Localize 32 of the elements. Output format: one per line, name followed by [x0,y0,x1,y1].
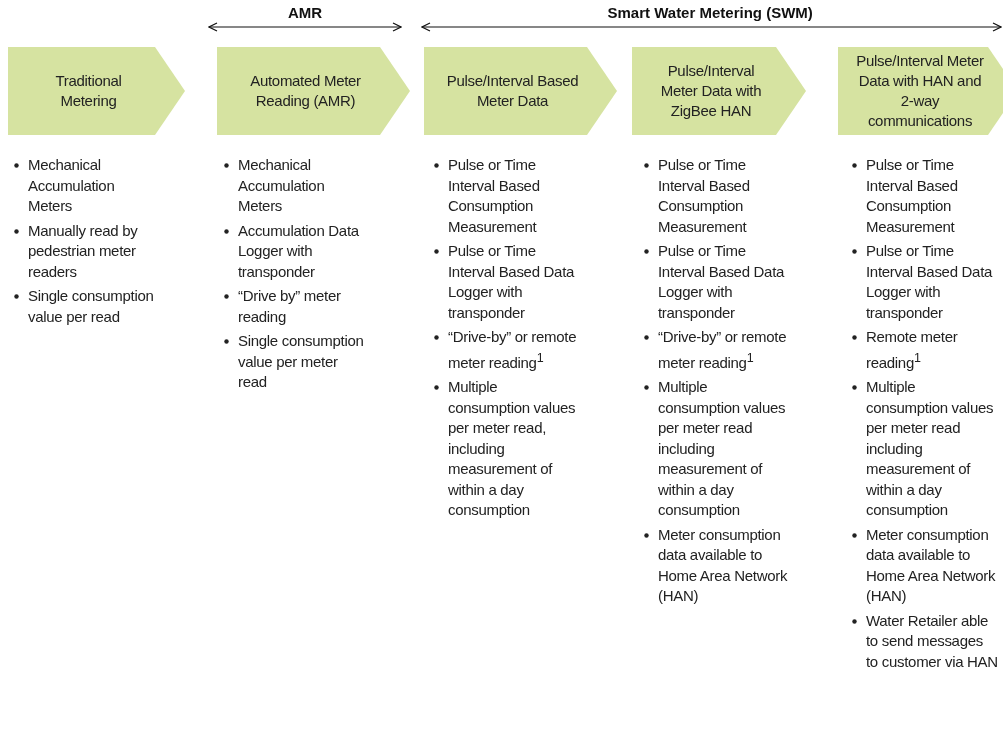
chevron-step [838,47,1003,135]
bullet-item: Pulse or Time Interval Based Consumption Measurement [658,155,790,237]
bullet-item: Meter consumption data available to Home Area Network (HAN) [866,524,998,607]
bullet-item: “Drive-by” or remote meter reading$^{1}$ [658,327,790,373]
bullet-item: Single consumption value per read [28,286,160,327]
chevron-step [217,47,410,135]
bullet-item: Pulse or Time Interval Based Data Logger with transponder [448,241,580,323]
step-label: Traditional Metering [54,71,123,111]
bullet-item: Mechanical Accumulation Meters [238,155,370,217]
bullet-item: Multiple consumption values per meter read including measurement of within a day consumption [866,377,998,521]
step-label: Pulse/Interval Meter Data with HAN and 2-way communications [855,51,985,131]
step-label: Pulse/Interval Meter Data with ZigBee HAN [659,61,763,121]
bullet-item: Single consumption value per meter read [238,331,370,393]
bullet-item: Mechanical Accumulation Meters [28,155,160,217]
chevron-step [632,47,806,135]
bullet-item: Remote meter reading$^{1}$ [866,327,998,373]
bullet-item: Pulse or Time Interval Based Data Logger with transponder [866,241,998,323]
bullet-item: Pulse or Time Interval Based Data Logger with transponder [658,241,790,323]
bullet-item: Multiple consumption values per meter read, including measurement of within a day consumption [448,377,580,521]
bullet-item: Accumulation Data Logger with transponder [238,220,370,282]
bullet-item: “Drive-by” or remote meter reading$^{1}$ [448,327,580,373]
bullet-item: Multiple consumption values per meter read including measurement of within a day consumption [658,377,790,521]
chevron-step [8,47,185,135]
bullet-item: Water Retailer able to send messages to customer via HAN [866,610,998,672]
bullet-item: Pulse or Time Interval Based Consumption Measurement [448,155,580,237]
bullet-item: “Drive by” meter reading [238,286,370,327]
bullet-item: Manually read by pedestrian meter readers [28,220,160,282]
bullet-item: Meter consumption data available to Home Area Network (HAN) [658,524,790,607]
bullet-item: Pulse or Time Interval Based Consumption Measurement [866,155,998,237]
step-label: Automated Meter Reading (AMR) [249,71,362,111]
chevron-step [424,47,617,135]
step-label: Pulse/Interval Based Meter Data [445,71,580,111]
